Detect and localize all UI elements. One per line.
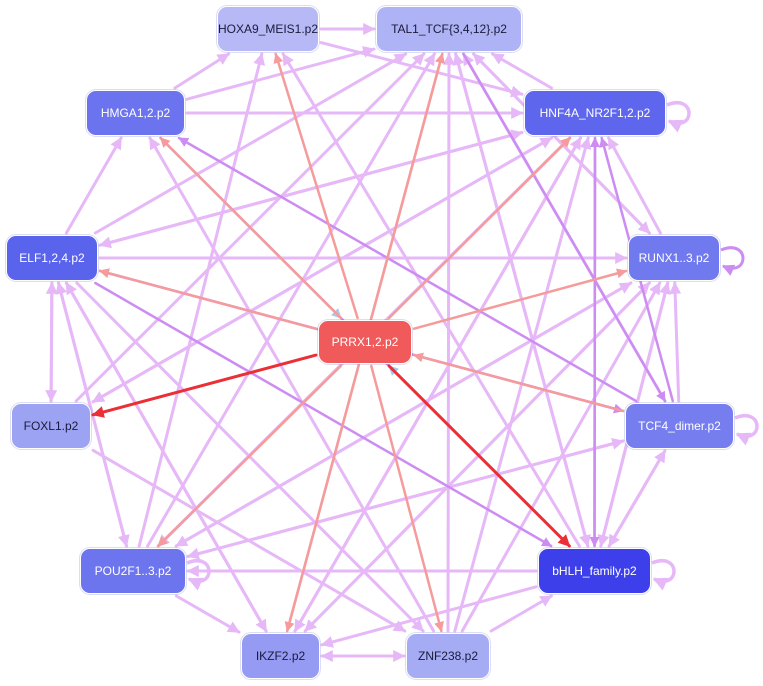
self-loop-runx1 <box>720 246 745 276</box>
edge-ikzf2-to-elf1 <box>64 281 268 633</box>
node-znf238[interactable]: ZNF238.p2 <box>406 633 490 679</box>
edge-prrx1-to-bhlh <box>387 364 571 548</box>
edge-pou2f1-to-tal1 <box>146 52 436 548</box>
edge-hnf4a-to-ikzf2 <box>293 136 582 633</box>
edge-hmga1-to-tal1 <box>185 46 376 101</box>
node-tal1-tcf[interactable]: TAL1_TCF{3,4,12}.p2 <box>376 6 522 52</box>
edge-bhlh-to-hoxa9 <box>281 52 581 548</box>
edge-foxl1-to-elf1 <box>45 281 58 403</box>
edge-pou2f1-to-ikzf2 <box>174 594 241 634</box>
edge-tcf4-to-hmga1 <box>177 136 638 403</box>
edge-hnf4a-to-tal1 <box>491 52 553 90</box>
edge-prrx1-to-hmga1 <box>159 136 343 320</box>
edge-runx1-to-pou2f1 <box>174 281 633 548</box>
edge-hmga1-to-hoxa9 <box>173 52 231 90</box>
edge-prrx1-to-elf1 <box>98 268 318 331</box>
self-loop-bhlh <box>651 559 676 591</box>
edge-tcf4-to-bhlh <box>607 449 667 548</box>
node-pou2f1[interactable]: POU2F1..3.p2 <box>80 548 186 594</box>
edge-hnf4a-to-bhlh <box>589 136 600 548</box>
edge-prrx1-to-znf238 <box>370 364 444 633</box>
edge-prrx1-to-hnf4a <box>387 136 572 320</box>
edge-hoxa9-to-hnf4a <box>319 41 524 98</box>
self-loop-hnf4a <box>666 101 691 133</box>
edge-prrx1-to-hoxa9 <box>273 52 359 320</box>
self-loop-tcf4 <box>734 414 759 446</box>
edge-elf1-to-bhlh <box>94 281 553 548</box>
edge-pou2f1-to-hoxa9 <box>137 52 266 548</box>
edge-hnf4a-to-foxl1 <box>91 136 553 404</box>
node-tcf4-dimer[interactable]: TCF4_dimer.p2 <box>625 403 734 449</box>
node-foxl1[interactable]: FOXL1.p2 <box>11 403 91 449</box>
edge-znf238-to-hmga1 <box>148 136 436 633</box>
edge-znf238-to-tal1 <box>442 52 455 633</box>
edge-hnf4a-to-elf1 <box>98 131 524 249</box>
self-loop-pou2f1 <box>186 559 211 591</box>
edge-tcf4-to-prrx1 <box>412 352 625 413</box>
edge-runx1-to-hnf4a <box>607 136 662 235</box>
edge-elf1-to-hmga1 <box>64 136 123 235</box>
edge-prrx1-to-runx1 <box>412 268 628 330</box>
node-prrx1[interactable]: PRRX1,2.p2 <box>318 320 412 364</box>
node-hmga1[interactable]: HMGA1,2.p2 <box>86 90 185 136</box>
node-elf1[interactable]: ELF1,2,4.p2 <box>6 235 98 281</box>
edge-bhlh-to-ikzf2 <box>320 585 538 648</box>
edge-prrx1-to-foxl1 <box>91 353 318 418</box>
node-hoxa9-meis1[interactable]: HOXA9_MEIS1.p2 <box>217 6 319 52</box>
node-ikzf2[interactable]: IKZF2.p2 <box>241 633 320 679</box>
edge-znf238-to-bhlh <box>489 594 553 633</box>
edge-elf1-to-tal1 <box>93 52 408 235</box>
node-hnf4a-nr2f1[interactable]: HNF4A_NR2F1,2.p2 <box>524 90 666 136</box>
edge-tal1-to-tcf4 <box>462 52 667 403</box>
edge-prrx1-to-pou2f1 <box>157 364 342 548</box>
edge-tcf4-to-runx1 <box>669 281 682 403</box>
edge-runx1-to-ikzf2 <box>303 281 651 633</box>
node-bhlh-family[interactable]: bHLH_family.p2 <box>538 548 651 594</box>
node-runx1[interactable]: RUNX1..3.p2 <box>628 235 720 281</box>
